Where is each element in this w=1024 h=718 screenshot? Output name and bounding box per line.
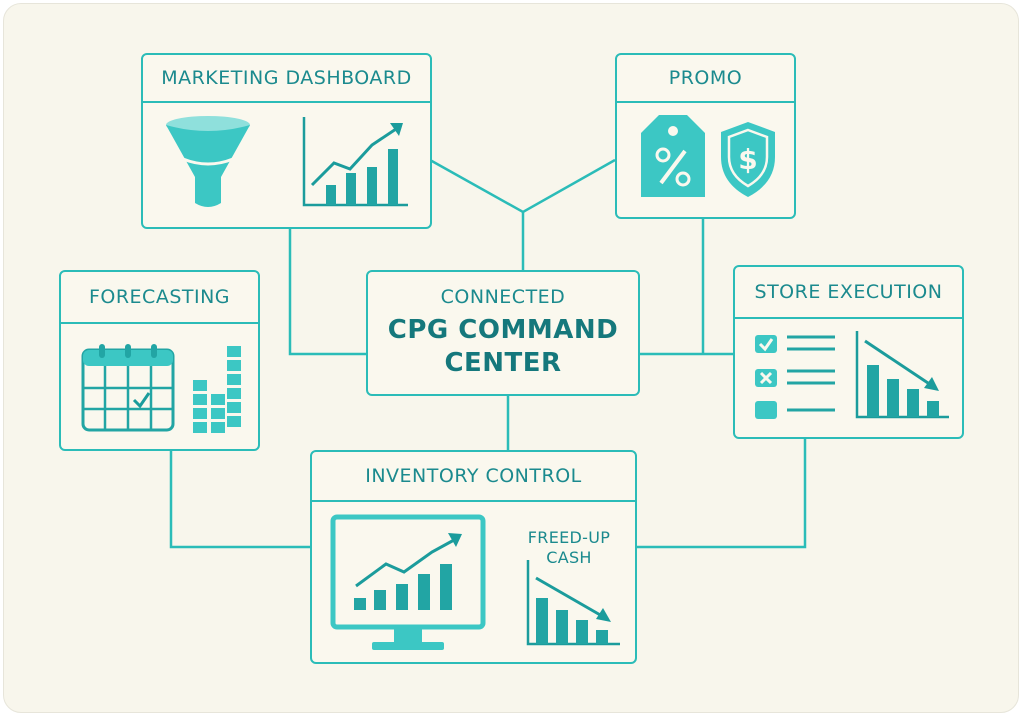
command-center-title-line2: CENTER bbox=[444, 348, 562, 378]
promo-title: PROMO bbox=[617, 55, 794, 103]
growth-bar-chart-icon bbox=[302, 117, 408, 207]
promo-box: PROMO $ bbox=[615, 53, 796, 219]
declining-bar-chart-icon bbox=[855, 331, 949, 419]
command-center-box: CONNECTED CPG COMMAND CENTER bbox=[366, 270, 640, 396]
connector-marketing-promo bbox=[429, 158, 616, 214]
monitor-chart-icon bbox=[330, 514, 486, 650]
marketing-dashboard-title: MARKETING DASHBOARD bbox=[143, 55, 430, 103]
store-execution-box: STORE EXECUTION bbox=[733, 265, 964, 439]
checklist-icon bbox=[755, 335, 835, 419]
store-execution-title: STORE EXECUTION bbox=[735, 267, 962, 319]
forecasting-box: FORECASTING bbox=[59, 270, 260, 451]
freed-up-cash-line1: FREED-UP bbox=[527, 528, 611, 547]
dollar-shield-icon: $ bbox=[721, 122, 775, 197]
percent-tag-icon bbox=[641, 115, 705, 197]
freed-up-cash-label: FREED-UP CASH bbox=[517, 528, 621, 568]
inventory-control-title: INVENTORY CONTROL bbox=[312, 452, 635, 502]
stacked-blocks-icon bbox=[193, 346, 241, 433]
marketing-dashboard-box: MARKETING DASHBOARD bbox=[141, 53, 432, 229]
svg-text:$: $ bbox=[738, 143, 757, 176]
connector-store-inventory bbox=[637, 439, 807, 549]
connector-forecasting-inventory bbox=[169, 450, 310, 549]
command-center-title-line1: CPG COMMAND bbox=[387, 315, 619, 345]
freed-up-cash-line2: CASH bbox=[546, 548, 592, 567]
command-center-subtitle: CONNECTED bbox=[440, 286, 566, 308]
forecasting-title: FORECASTING bbox=[61, 272, 258, 324]
cash-declining-bar-chart-icon bbox=[526, 560, 620, 646]
calendar-check-icon bbox=[81, 344, 175, 432]
funnel-icon bbox=[166, 116, 250, 207]
inventory-control-box: INVENTORY CONTROL FREED-UP CASH bbox=[310, 450, 637, 664]
connector-marketing-center bbox=[288, 228, 366, 356]
